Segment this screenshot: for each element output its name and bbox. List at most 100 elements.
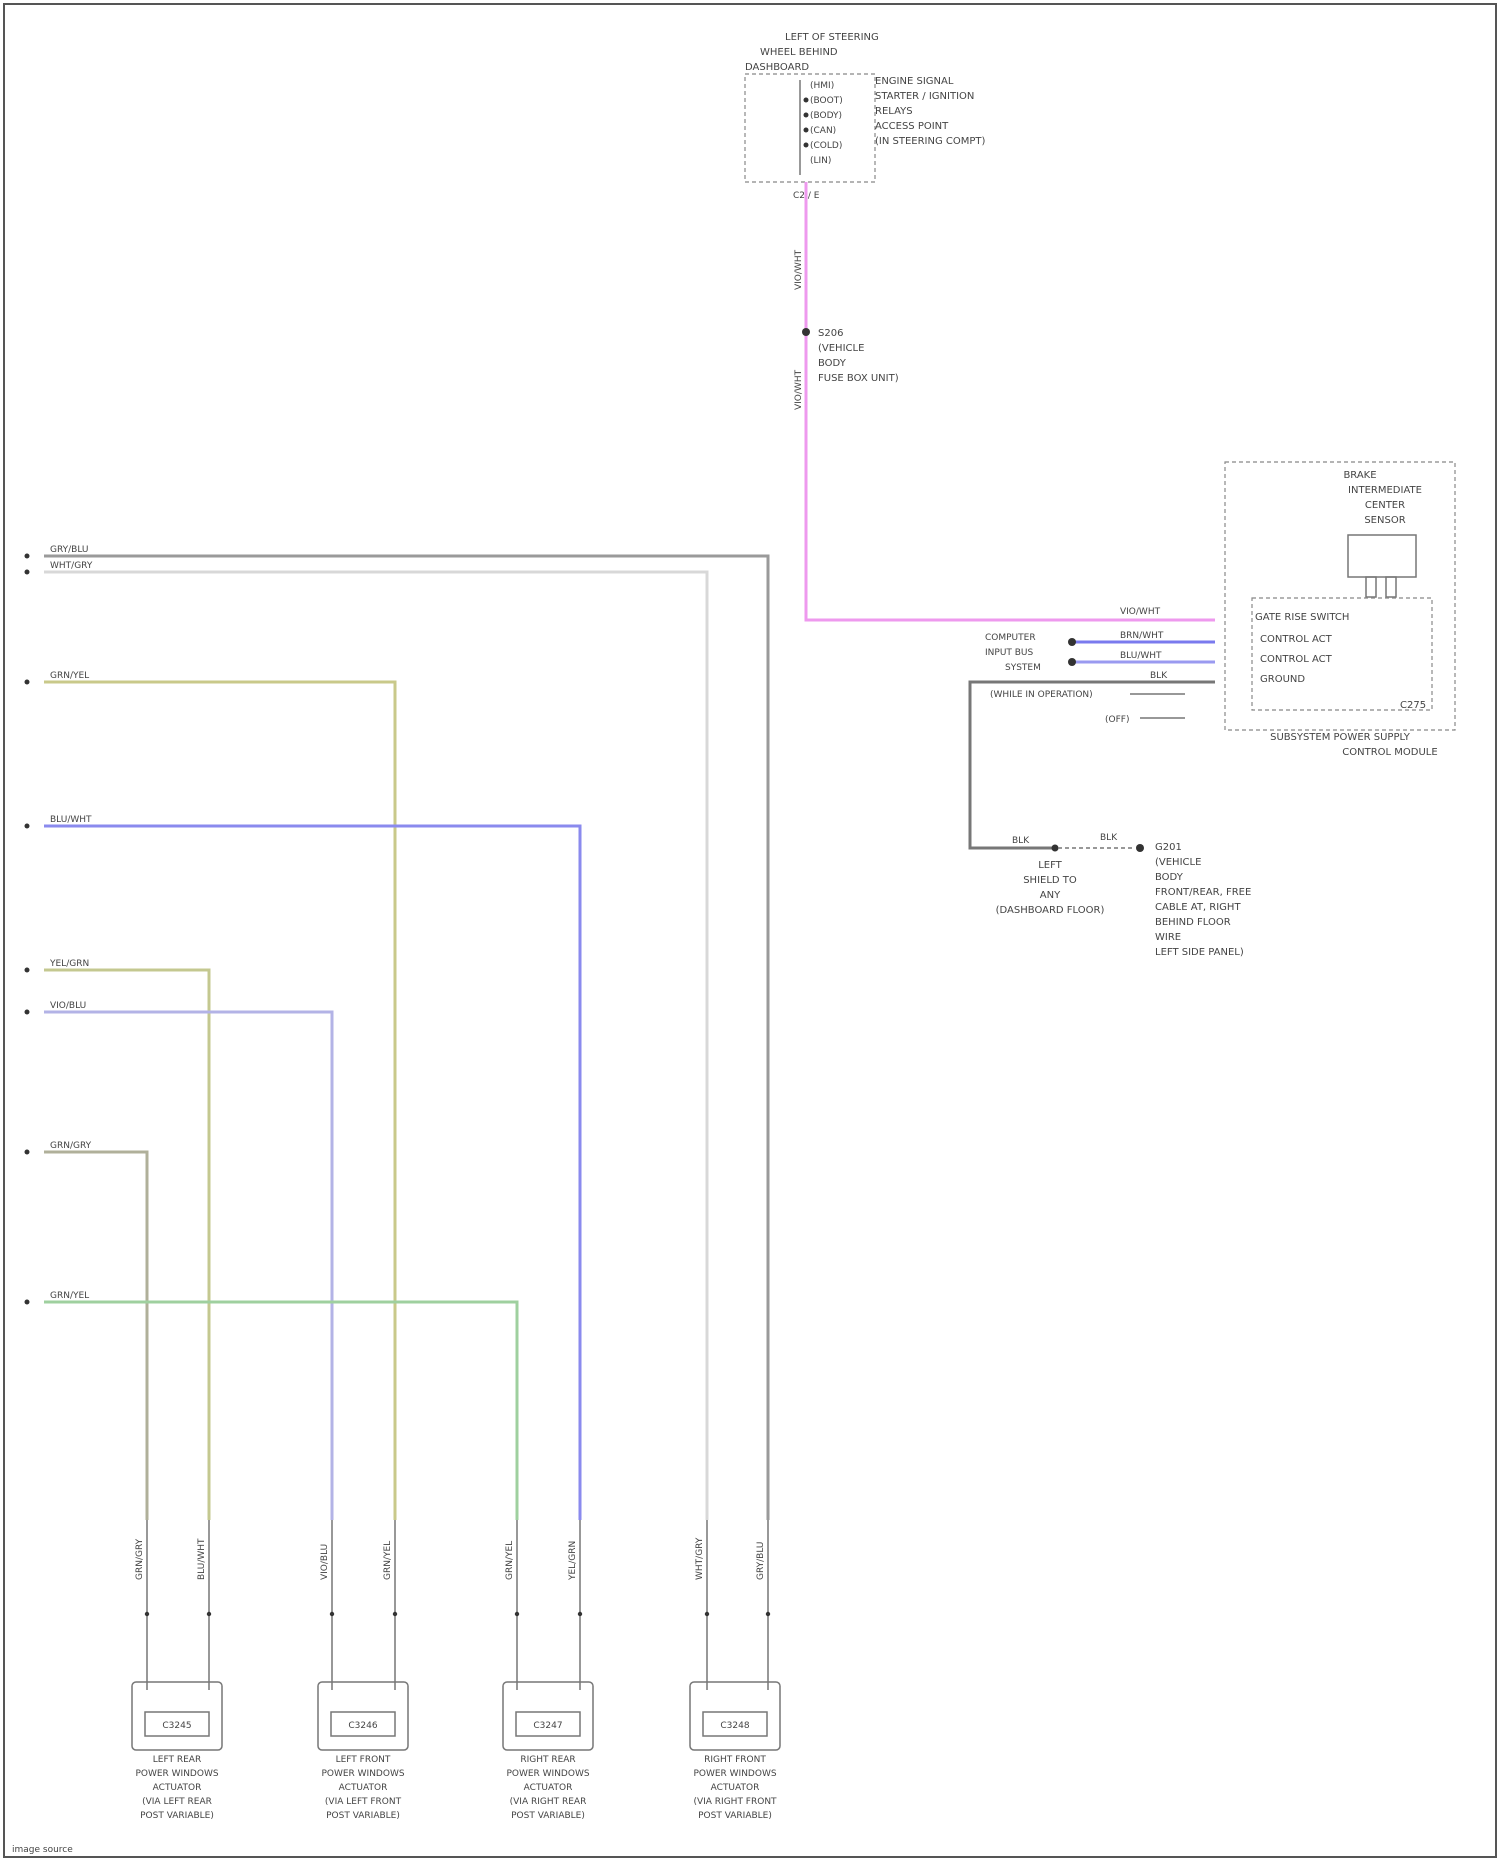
splice-note-4: FUSE BOX UNIT) [818,373,899,384]
sensor-dot-2 [1068,658,1076,666]
pink-wire-label-1: VIO/WHT [794,249,804,290]
actuator-1-label-5: POST VARIABLE) [140,1811,214,1821]
sensor-box-label-2: CONTROL MODULE [1342,747,1437,758]
wire-label-5: YEL/GRN [49,959,89,969]
wire-end-dot-2 [25,570,30,575]
actuator-3-code: C3247 [533,1721,562,1731]
top-desc-3: RELAYS [875,106,913,117]
wire-7 [44,1152,147,1520]
ground-wire-label: BLK [1012,836,1030,846]
actuator-3: GRN/YELYEL/GRNC3247RIGHT REARPOWER WINDO… [503,1520,593,1821]
actuator-1-wire-label-2: BLU/WHT [197,1538,207,1580]
actuator-2-code: C3246 [348,1721,377,1731]
wire-6 [44,1012,332,1520]
sensor-pin-label-2: CONTROL ACT [1260,634,1333,645]
actuator-1-wire-label-1: GRN/GRY [135,1538,145,1580]
actuator-4-pin-dot-2 [766,1612,770,1616]
actuator-2-wire-label-1: VIO/BLU [320,1544,330,1580]
wire-end-dot-7 [25,1150,30,1155]
actuator-3-wire-label-2: YEL/GRN [568,1541,578,1581]
wire-end-dot-1 [25,554,30,559]
sensor-title-3: CENTER [1365,500,1405,511]
top-pin-1: (HMI) [810,81,834,91]
wire-4 [44,826,580,1520]
sensor-extra-2: (OFF) [1105,715,1129,725]
actuator-3-label-1: RIGHT REAR [520,1755,575,1765]
top-pin-2: (BOOT) [810,96,843,106]
pink-wire: VIO/WHT VIO/WHT S206 (VEHICLE BODY FUSE … [794,182,1215,620]
wire-label-6: VIO/BLU [50,1001,86,1011]
actuator-4-label-4: (VIA RIGHT FRONT [693,1797,777,1807]
top-module-title-1: LEFT OF STEERING [785,32,879,43]
ground-label-4: (DASHBOARD FLOOR) [996,905,1105,916]
top-pin-dot-1 [804,98,809,103]
actuator-3-pin-dot-1 [515,1612,519,1616]
actuator-3-label-3: ACTUATOR [524,1783,573,1793]
top-desc-1: ENGINE SIGNAL [875,76,954,87]
top-module-title-3: DASHBOARD [745,62,809,73]
sensor-wires: VIO/WHT BRN/WHT BLU/WHT BLK COMPUTER INP… [970,607,1215,848]
ground-note-5: CABLE AT, RIGHT [1155,902,1241,913]
actuator-2-pin-dot-1 [330,1612,334,1616]
top-module-title-2: WHEEL BEHIND [760,47,838,58]
actuator-4-pin-dot-1 [705,1612,709,1616]
wire-label-2: WHT/GRY [50,561,93,571]
sensor-pin-label-3: CONTROL ACT [1260,654,1333,665]
actuators: GRN/GRYBLU/WHTC3245LEFT REARPOWER WINDOW… [132,1520,780,1821]
top-pin-4: (CAN) [810,126,836,136]
actuator-4-wire-label-2: GRY/BLU [756,1541,766,1580]
actuator-2-label-1: LEFT FRONT [336,1755,391,1765]
sensor-left-label-2: INPUT BUS [985,648,1034,658]
wire-label-1: GRY/BLU [50,545,89,555]
ground-note-7: WIRE [1155,932,1181,943]
sensor-title-4: SENSOR [1364,515,1405,526]
wire-end-dot-4 [25,824,30,829]
actuator-2-label-3: ACTUATOR [339,1783,388,1793]
wire-8 [44,1302,517,1520]
ground-note-8: LEFT SIDE PANEL) [1155,947,1244,958]
wire-end-dot-5 [25,968,30,973]
actuator-4-label-3: ACTUATOR [711,1783,760,1793]
sensor-box-label-1: SUBSYSTEM POWER SUPPLY [1270,732,1411,743]
ground-dot-2 [1136,844,1144,852]
sensor-dot-1 [1068,638,1076,646]
footer-source: image source [12,1845,73,1855]
left-wires: GRY/BLU WHT/GRY GRN/YEL BLU/WHT YEL/GRN VIO/B… [25,545,769,1520]
actuator-4-label-5: POST VARIABLE) [698,1811,772,1821]
pink-wire-path [806,182,1215,620]
wire-end-dot-6 [25,1010,30,1015]
ground-note-1: G201 [1155,842,1182,853]
ground-note-6: BEHIND FLOOR [1155,917,1231,928]
sensor-wire-label-3: BLU/WHT [1120,651,1162,661]
wire-label-4: BLU/WHT [50,815,92,825]
actuator-1-label-3: ACTUATOR [153,1783,202,1793]
sensor-pin-a [1366,577,1376,597]
actuator-3-pin-dot-2 [578,1612,582,1616]
sensor-body [1348,535,1416,577]
sensor-left-label-3: SYSTEM [1005,663,1041,673]
sensor-pin-label-1: GATE RISE SWITCH [1255,612,1349,623]
ground-note-2: (VEHICLE [1155,857,1201,868]
actuator-2-label-4: (VIA LEFT FRONT [325,1797,402,1807]
wire-1 [44,556,768,1520]
actuator-4-code: C3248 [720,1721,749,1731]
sensor-module-box [1225,462,1455,730]
actuator-2-pin-dot-2 [393,1612,397,1616]
wire-label-7: GRN/GRY [50,1141,92,1151]
ground-label-2: SHIELD TO [1023,875,1077,886]
sensor-connector: C275 [1400,700,1426,711]
top-pin-3: (BODY) [810,111,842,121]
wire-label-3: GRN/YEL [50,671,89,681]
sensor-pin-label-4: GROUND [1260,674,1305,685]
ground: BLK BLK LEFT SHIELD TO ANY (DASHBOARD FL… [996,833,1252,958]
actuator-4-label-2: POWER WINDOWS [693,1769,776,1779]
top-pin-dot-4 [804,143,809,148]
splice-note-1: S206 [818,328,843,339]
wire-end-dot-3 [25,680,30,685]
actuator-4-label-1: RIGHT FRONT [704,1755,766,1765]
sensor-wire-label-1: VIO/WHT [1120,607,1161,617]
splice-note-2: (VEHICLE [818,343,864,354]
ground-label-1: LEFT [1038,860,1062,871]
